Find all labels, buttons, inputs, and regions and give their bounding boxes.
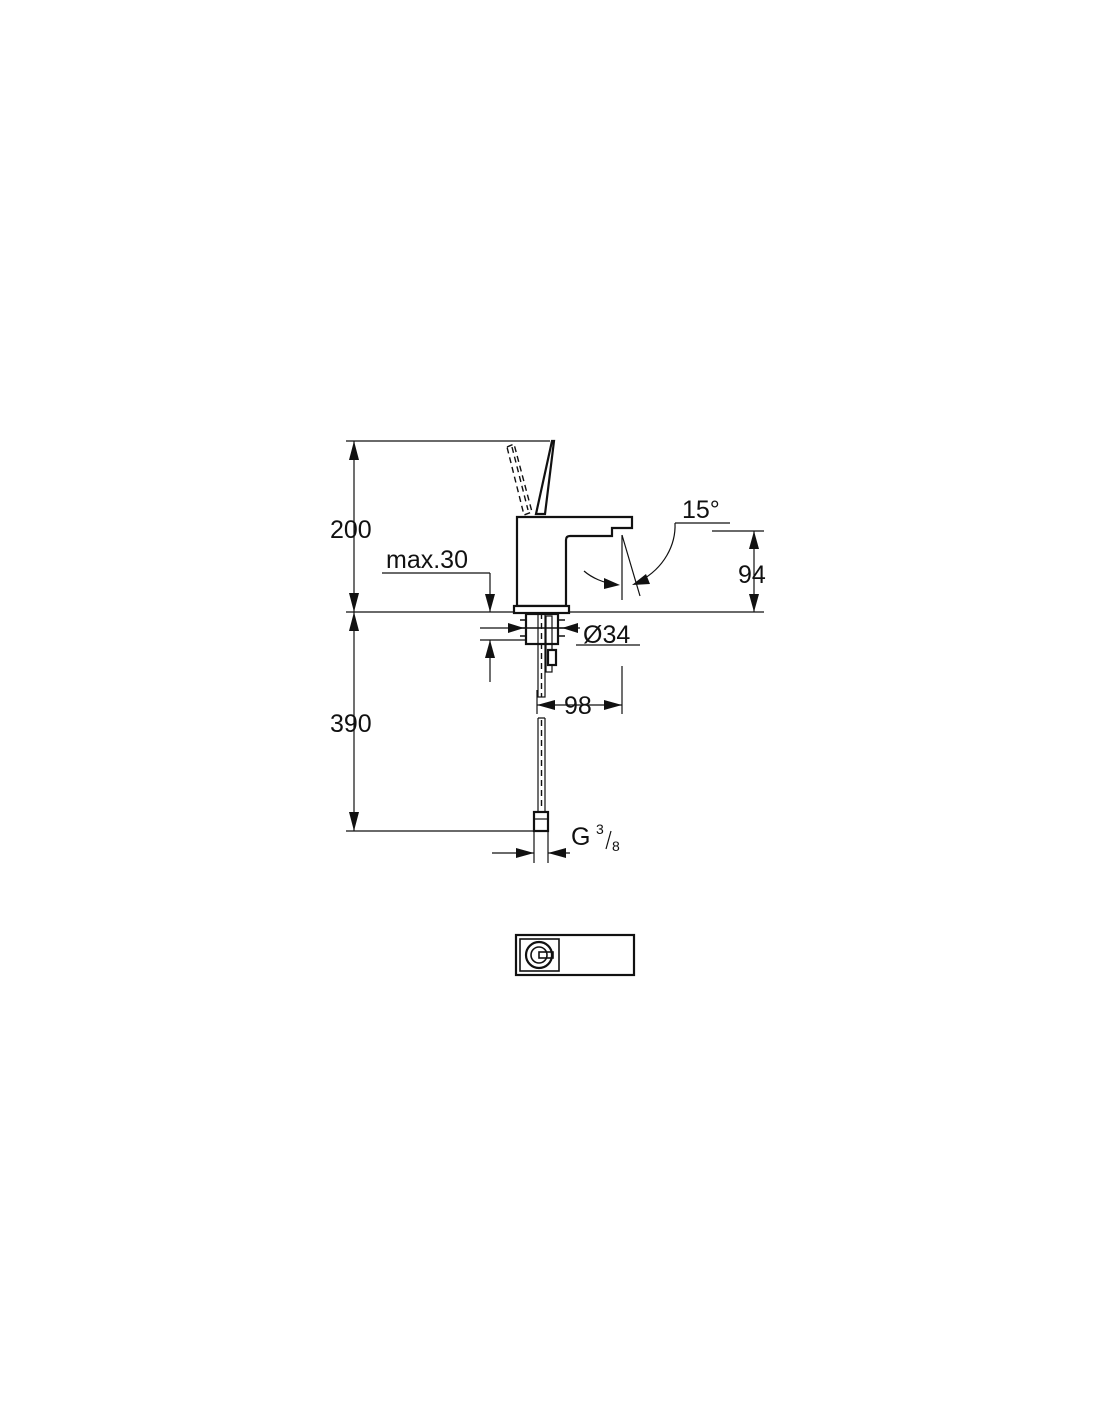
- spout-94-dimension: [749, 531, 759, 612]
- dim-200-label: 200: [330, 516, 372, 544]
- dim-94-label: 94: [738, 561, 766, 589]
- supply-hose: [532, 612, 558, 863]
- angle-15-dimension: [583, 522, 730, 600]
- dim-max30-label: max.30: [386, 546, 468, 574]
- dim-angle-label: 15°: [682, 496, 720, 524]
- hole-diameter-dimension: [480, 623, 640, 646]
- dim-diameter-label: Ø34: [583, 621, 630, 649]
- faucet-base: [512, 604, 571, 615]
- dim-390-label: 390: [330, 710, 372, 738]
- thread-dimension: [492, 848, 570, 858]
- thread-g-label: G: [571, 823, 590, 851]
- faucet-plan-view: [514, 933, 636, 977]
- hose-connector: [532, 810, 550, 833]
- height-200-dimension: [349, 441, 359, 612]
- dim-98-label: 98: [564, 692, 592, 720]
- thread-numerator: 3: [596, 821, 604, 837]
- reach-98-dimension: [536, 666, 623, 714]
- lever-open-outline: [506, 443, 533, 516]
- thread-denominator: 8: [612, 838, 620, 854]
- thread-fraction-slash: [605, 830, 612, 850]
- hose-390-dimension: [349, 612, 359, 831]
- max-thickness-dimension: [382, 572, 530, 682]
- faucet-column: [515, 515, 634, 608]
- faucet-body: [506, 439, 634, 646]
- lever-handle: [534, 439, 556, 516]
